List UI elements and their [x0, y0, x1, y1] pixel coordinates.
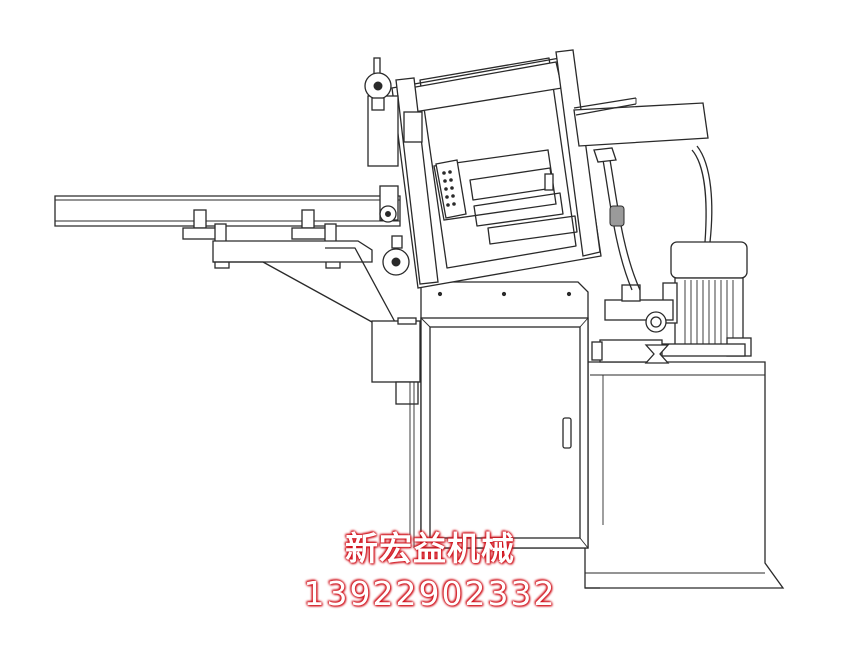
watermark-company-name: 新宏益机械 — [345, 529, 515, 568]
feed-table — [54, 195, 401, 227]
saw-head — [367, 49, 709, 289]
roller-mid — [379, 205, 397, 223]
control-box — [371, 317, 421, 405]
hydraulic-valve — [591, 284, 674, 364]
hydraulic-base — [584, 361, 785, 589]
watermark-phone-number: 13922902332 — [303, 574, 557, 613]
roller-bottom — [382, 235, 410, 276]
roller-top — [364, 57, 392, 111]
support-arm — [212, 240, 396, 323]
main-cabinet — [409, 281, 589, 549]
electric-motor — [657, 241, 752, 357]
